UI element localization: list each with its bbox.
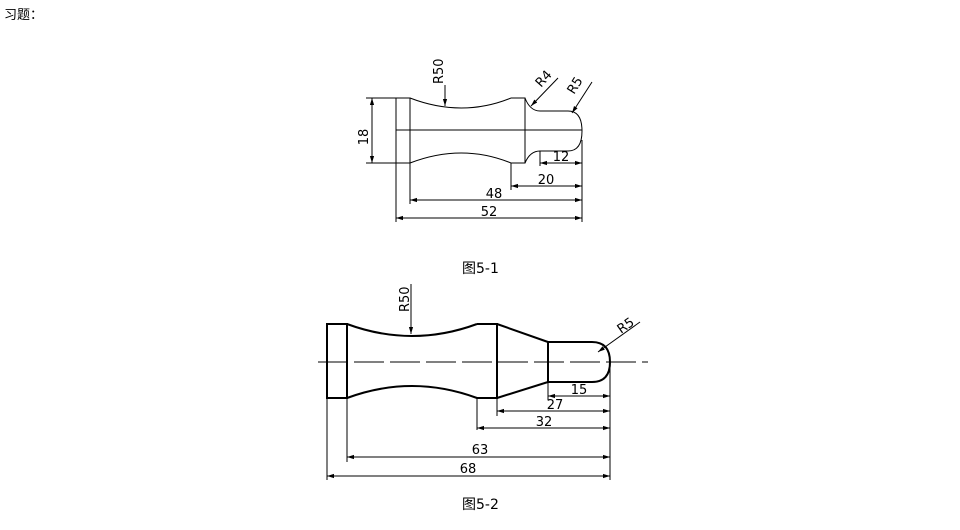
leader-r4 xyxy=(530,77,559,107)
dim-text-27: 27 xyxy=(547,398,564,413)
figure-5-2 xyxy=(318,284,648,480)
figure-5-1 xyxy=(366,77,593,222)
dim-text-12: 12 xyxy=(553,150,570,165)
dim-text-68: 68 xyxy=(460,462,477,477)
dim-text-r4: R4 xyxy=(533,68,556,91)
figure-caption-5-2: 图5-2 xyxy=(462,497,499,513)
leader-r5-5-1 xyxy=(571,81,593,114)
figure-caption-5-1: 图5-1 xyxy=(462,261,499,277)
dim-18 xyxy=(366,97,396,164)
dim-text-r5-5-1: R5 xyxy=(565,74,587,97)
exercise-heading: 习题： xyxy=(4,8,44,23)
dim-text-r50-5-2: R50 xyxy=(398,286,413,312)
dim-text-52: 52 xyxy=(481,205,498,220)
dim-text-15: 15 xyxy=(571,383,588,398)
dim-text-18: 18 xyxy=(357,129,372,146)
part-outline-5-2 xyxy=(326,323,612,399)
dim-text-r50-5-1: R50 xyxy=(432,58,447,84)
dim-text-32: 32 xyxy=(536,415,553,430)
leader-r5-5-2 xyxy=(597,321,641,353)
dim-text-r5-5-2: R5 xyxy=(615,315,638,337)
dim-text-20: 20 xyxy=(538,173,555,188)
dim-text-48: 48 xyxy=(486,187,503,202)
dim-text-63: 63 xyxy=(472,443,489,458)
